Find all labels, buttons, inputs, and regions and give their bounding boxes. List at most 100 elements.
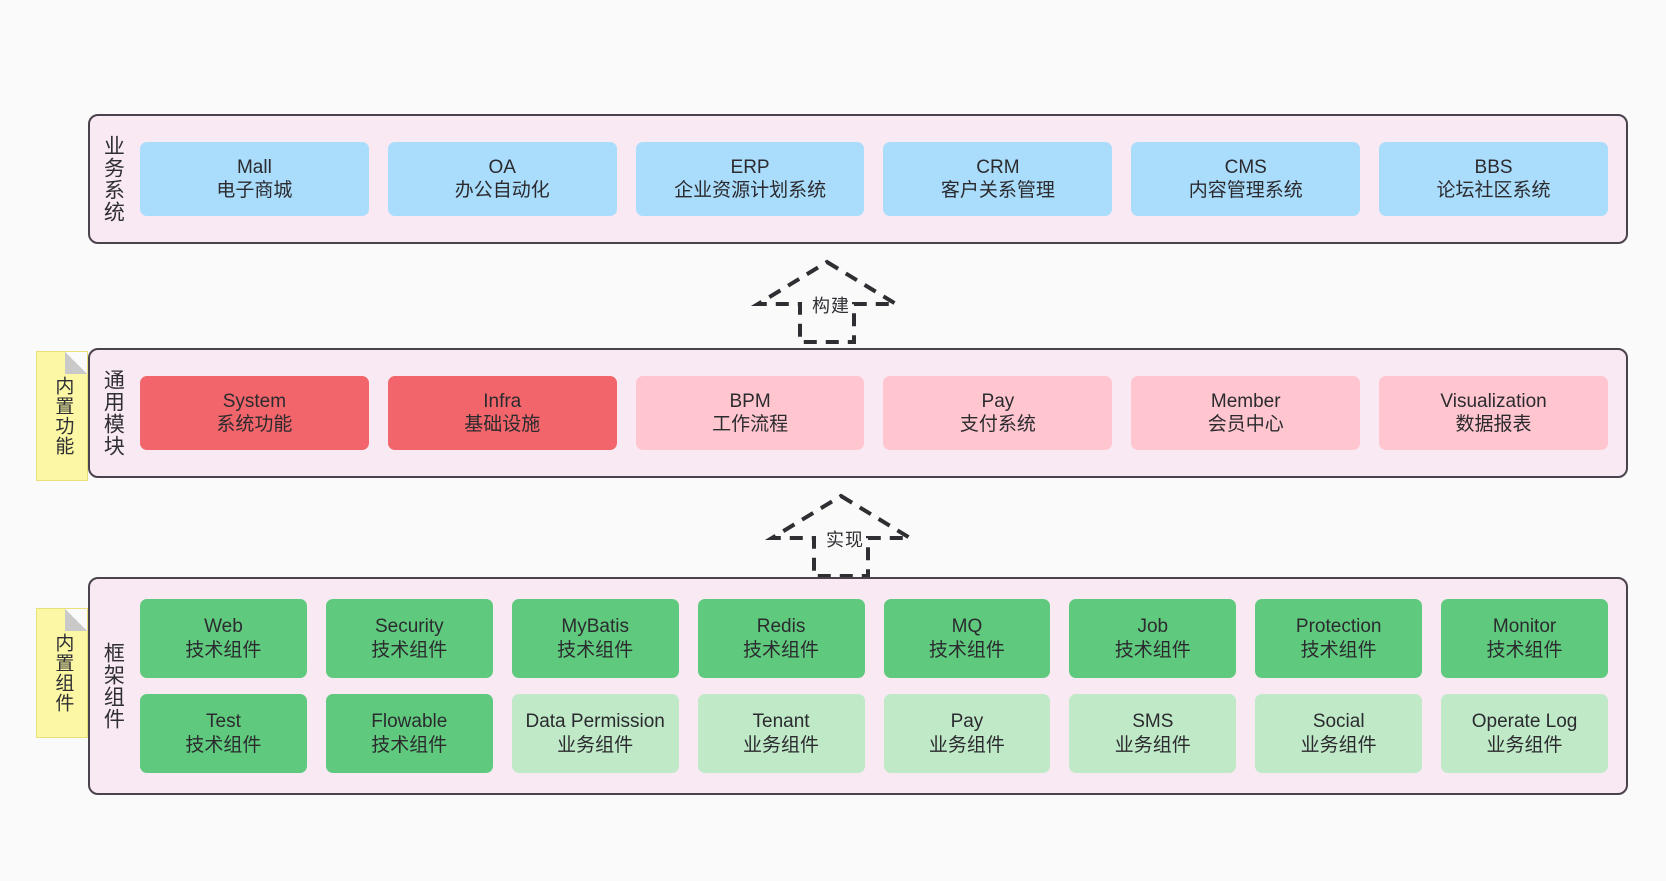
note-label: 内置组件 [52, 633, 74, 713]
module-subtitle: 技术组件 [743, 639, 820, 661]
module-subtitle: 论坛社区系统 [1436, 180, 1551, 201]
module-card-bpm[interactable]: BPM 工作流程 [635, 376, 865, 450]
module-subtitle: 数据报表 [1455, 414, 1532, 435]
module-card-mall[interactable]: Mall 电子商城 [140, 142, 369, 216]
module-subtitle: 技术组件 [1486, 639, 1563, 661]
connector-implement: 实现 [764, 492, 918, 578]
layer-title-business-system: 业务系统 [101, 135, 125, 223]
module-name: Security [374, 616, 444, 638]
layer-body-business-system: Mall 电子商城 OA 办公自动化 ERP 企业资源计划系统 CRM 客户关系… [134, 116, 1626, 242]
module-card-security[interactable]: Security 技术组件 [325, 599, 493, 678]
module-subtitle: 支付系统 [959, 414, 1036, 435]
module-name: CRM [976, 156, 1020, 178]
module-card-bbs[interactable]: BBS 论坛社区系统 [1379, 142, 1608, 216]
module-card-tenant[interactable]: Tenant 业务组件 [697, 694, 865, 773]
module-name: Monitor [1492, 616, 1557, 638]
module-name: BBS [1474, 156, 1513, 178]
module-card-pay[interactable]: Pay 支付系统 [883, 376, 1113, 450]
module-card-crm[interactable]: CRM 客户关系管理 [883, 142, 1113, 216]
module-card-mybatis[interactable]: MyBatis 技术组件 [511, 599, 679, 678]
module-card-monitor[interactable]: Monitor 技术组件 [1441, 599, 1608, 678]
module-subtitle: 业务组件 [1114, 734, 1191, 756]
module-name: OA [488, 156, 516, 178]
connector-implement-label: 实现 [826, 530, 864, 550]
layer-business-system: 业务系统 Mall 电子商城 OA 办公自动化 ERP 企业资源计划系统 CRM… [88, 114, 1628, 244]
module-card-pay-business[interactable]: Pay 业务组件 [883, 694, 1051, 773]
module-card-erp[interactable]: ERP 企业资源计划系统 [635, 142, 865, 216]
module-subtitle: 电子商城 [216, 180, 293, 201]
note-builtin-component: 内置组件 [36, 608, 88, 738]
module-subtitle: 技术组件 [557, 639, 634, 661]
row: System 系统功能 Infra 基础设施 BPM 工作流程 Pay 支付系统… [140, 376, 1608, 450]
module-name: Flowable [371, 711, 448, 733]
module-card-job[interactable]: Job 技术组件 [1069, 599, 1237, 678]
note-label: 内置功能 [52, 376, 74, 456]
row: Test 技术组件 Flowable 技术组件 Data Permission … [140, 694, 1608, 773]
module-name: ERP [730, 156, 770, 178]
layer-framework-component: 框架组件 Web 技术组件 Security 技术组件 MyBatis 技术组件… [88, 577, 1628, 795]
module-name: Tenant [752, 711, 810, 733]
module-name: Data Permission [525, 711, 665, 733]
module-subtitle: 业务组件 [743, 734, 820, 756]
module-card-sms[interactable]: SMS 业务组件 [1069, 694, 1237, 773]
module-name: SMS [1132, 711, 1174, 733]
module-name: Pay [950, 711, 984, 733]
note-builtin-function: 内置功能 [36, 351, 88, 481]
module-card-system[interactable]: System 系统功能 [140, 376, 369, 450]
module-card-visualization[interactable]: Visualization 数据报表 [1379, 376, 1608, 450]
module-subtitle: 会员中心 [1207, 414, 1284, 435]
module-card-test[interactable]: Test 技术组件 [140, 694, 307, 773]
layer-title-framework-component: 框架组件 [101, 642, 125, 730]
module-card-member[interactable]: Member 会员中心 [1131, 376, 1361, 450]
module-subtitle: 业务组件 [928, 734, 1005, 756]
module-subtitle: 技术组件 [371, 734, 448, 756]
module-name: Mall [236, 156, 272, 178]
module-subtitle: 技术组件 [1114, 639, 1191, 661]
layer-body-common-module: System 系统功能 Infra 基础设施 BPM 工作流程 Pay 支付系统… [134, 350, 1626, 476]
module-subtitle: 业务组件 [557, 734, 634, 756]
note-fold-icon [65, 352, 87, 374]
module-name: System [222, 390, 287, 412]
module-name: Infra [483, 390, 522, 412]
module-subtitle: 内容管理系统 [1188, 180, 1303, 201]
module-subtitle: 业务组件 [1300, 734, 1377, 756]
module-subtitle: 业务组件 [1486, 734, 1563, 756]
connector-build-label: 构建 [812, 296, 850, 316]
module-subtitle: 系统功能 [216, 414, 293, 435]
module-name: CMS [1224, 156, 1267, 178]
module-subtitle: 办公自动化 [454, 180, 550, 201]
module-name: Operate Log [1471, 711, 1578, 733]
note-fold-icon [65, 609, 87, 631]
module-card-social[interactable]: Social 业务组件 [1255, 694, 1423, 773]
module-name: Redis [756, 616, 806, 638]
module-name: Social [1312, 711, 1365, 733]
module-name: Web [204, 616, 243, 638]
module-card-protection[interactable]: Protection 技术组件 [1255, 599, 1423, 678]
module-card-infra[interactable]: Infra 基础设施 [387, 376, 617, 450]
layer-body-framework-component: Web 技术组件 Security 技术组件 MyBatis 技术组件 Redi… [134, 579, 1626, 793]
module-name: Protection [1295, 616, 1382, 638]
module-name: BPM [729, 390, 771, 412]
module-name: Pay [981, 390, 1015, 412]
module-name: Visualization [1440, 390, 1547, 412]
module-subtitle: 基础设施 [464, 414, 541, 435]
module-subtitle: 工作流程 [712, 414, 789, 435]
module-name: Member [1210, 390, 1281, 412]
module-name: MQ [951, 616, 983, 638]
module-card-operate-log[interactable]: Operate Log 业务组件 [1441, 694, 1608, 773]
module-card-web[interactable]: Web 技术组件 [140, 599, 307, 678]
module-card-data-permission[interactable]: Data Permission 业务组件 [511, 694, 679, 773]
module-card-oa[interactable]: OA 办公自动化 [387, 142, 617, 216]
module-card-redis[interactable]: Redis 技术组件 [697, 599, 865, 678]
module-card-flowable[interactable]: Flowable 技术组件 [325, 694, 493, 773]
row: Mall 电子商城 OA 办公自动化 ERP 企业资源计划系统 CRM 客户关系… [140, 142, 1608, 216]
module-card-cms[interactable]: CMS 内容管理系统 [1131, 142, 1361, 216]
module-name: Job [1137, 616, 1169, 638]
module-card-mq[interactable]: MQ 技术组件 [883, 599, 1051, 678]
connector-build: 构建 [750, 258, 904, 344]
module-subtitle: 客户关系管理 [940, 180, 1055, 201]
module-subtitle: 技术组件 [1300, 639, 1377, 661]
module-subtitle: 技术组件 [371, 639, 448, 661]
module-subtitle: 技术组件 [185, 734, 262, 756]
